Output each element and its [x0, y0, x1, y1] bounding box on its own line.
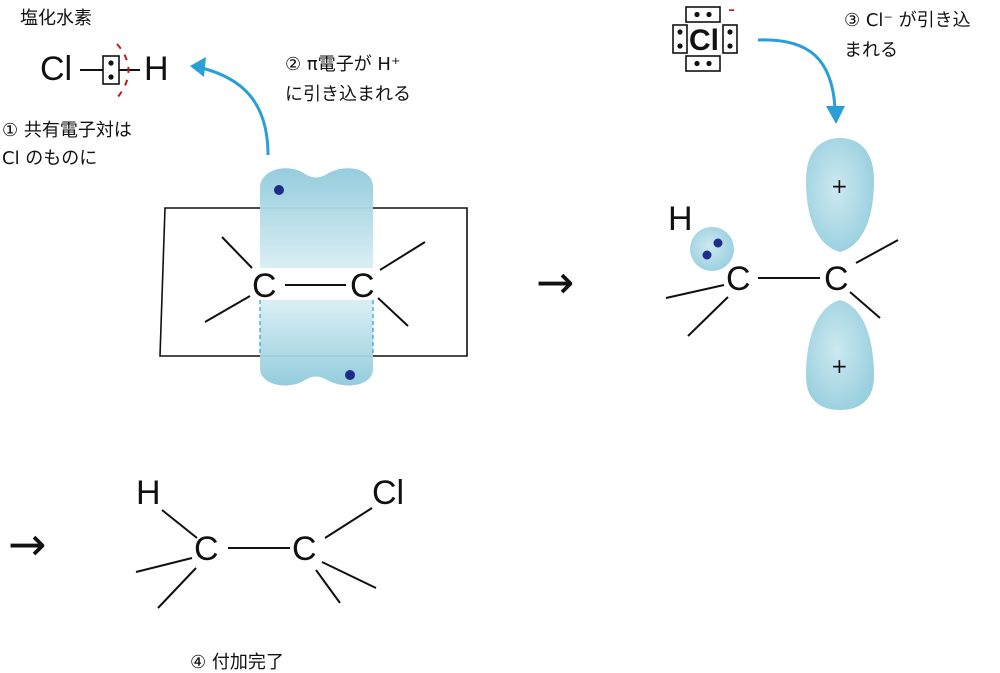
h-electron — [713, 238, 723, 248]
ethylene-c2-atom: C — [350, 267, 375, 305]
pi-electron-lower — [345, 370, 355, 380]
intermediate-c1-atom: C — [726, 260, 751, 298]
hcl-electron-bottom — [108, 74, 114, 80]
cl-ion-symbol: Cl — [689, 24, 719, 57]
product-bond-c2-right — [321, 561, 377, 589]
hcl-h-atom: H — [144, 50, 169, 88]
pi-orbital-upper — [260, 168, 373, 268]
cl-ion-electron — [727, 29, 733, 35]
product-bond-c1-left — [135, 557, 193, 573]
cl-ion-electron — [706, 60, 712, 67]
pi-electron-upper — [274, 185, 284, 195]
cl-ion-electron — [694, 11, 700, 18]
product-c2-atom: C — [292, 530, 317, 568]
h-electron — [702, 250, 712, 260]
cl-ion-left-pair-box — [672, 24, 688, 54]
curved-arrow-cl-to-cation-head — [826, 106, 845, 124]
cl-ion-electron — [727, 43, 733, 49]
pi-orbital-lower — [260, 300, 373, 386]
ethylene-bond-c1-lower — [204, 295, 251, 323]
curved-arrow-cl-to-cation — [757, 38, 837, 109]
ethylene-bond-c2-upper — [379, 241, 426, 271]
product-bond-c2-cl — [324, 507, 373, 539]
step2-label-line1: ② π電子が H⁺ — [285, 54, 400, 75]
intermediate-c2-atom: C — [824, 260, 849, 298]
intermediate-bond-c2-upper — [855, 239, 899, 264]
p-orbital-lower-charge: + — [831, 354, 848, 378]
product-bond-c1-lower — [157, 567, 197, 609]
product-bond-h-c1 — [161, 509, 198, 539]
ethylene-bond-c2-lower — [377, 297, 409, 327]
step3-label-line2: まれる — [844, 40, 898, 61]
ethylene-bond-c1-upper — [221, 236, 253, 269]
cl-ion-bottom-pair-box — [685, 55, 721, 72]
cl-ion-electron — [694, 60, 700, 67]
hcl-electron-top — [108, 60, 114, 66]
hcl-cl-atom: Cl — [40, 50, 72, 88]
p-orbital-upper-charge: + — [831, 174, 848, 198]
intermediate-bond-c2-lower — [849, 291, 881, 319]
product-bond-c2-lower — [315, 569, 341, 604]
curved-arrow-pi-to-h-head — [190, 57, 206, 77]
reaction-arrow-1: → — [536, 255, 575, 309]
cl-ion-electron — [677, 29, 683, 35]
curved-arrow-pi-to-h — [201, 66, 270, 156]
ethylene-c1-atom: C — [252, 267, 277, 305]
hcl-shared-pair-box — [102, 55, 120, 85]
step1-label-line1: ① 共有電子対は — [2, 120, 132, 141]
h-electron-pair-orbital — [690, 227, 734, 271]
intermediate-bond-c1-lower — [687, 296, 729, 337]
intermediate-bond-c1-left — [665, 284, 725, 299]
step4-label: ④ 付加完了 — [190, 652, 284, 673]
hcl-name-label: 塩化水素 — [20, 8, 92, 29]
cl-ion-electron — [706, 11, 712, 18]
p-orbital-lower-lobe — [806, 300, 874, 410]
step3-label-line1: ③ Cl⁻ が引き込 — [844, 10, 971, 31]
product-c1-atom: C — [194, 530, 219, 568]
cl-ion-charge: - — [728, 0, 735, 21]
reaction-arrow-2: → — [8, 517, 47, 571]
step1-label-line2: Cl のものに — [2, 148, 97, 169]
intermediate-h-atom: H — [668, 200, 693, 238]
cl-ion-top-pair-box — [685, 6, 721, 23]
step2-label-line2: に引き込まれる — [285, 84, 411, 105]
product-h-atom: H — [136, 474, 161, 512]
p-orbital-upper-lobe — [806, 138, 874, 252]
product-cl-atom: Cl — [372, 474, 404, 512]
hcl-bond-break-mark — [116, 43, 130, 99]
cl-ion-right-pair-box — [722, 24, 738, 54]
cl-ion-electron — [677, 43, 683, 49]
